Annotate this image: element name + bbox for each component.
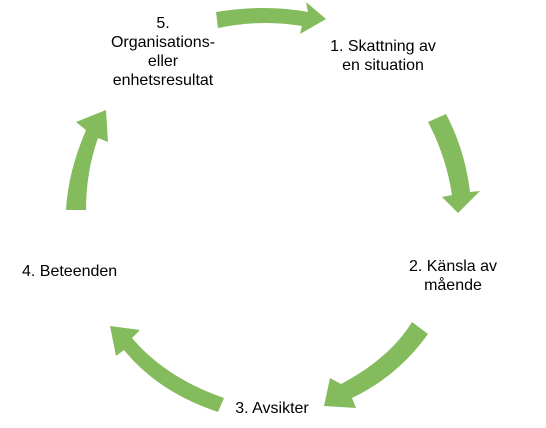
- step-5-line-3: eller: [147, 53, 179, 70]
- step-5-line-2: Organisations-: [110, 34, 216, 51]
- arrow-step3-to-step4: [110, 326, 224, 412]
- step-4-line-1: 4. Beteenden: [22, 263, 118, 280]
- step-1-label: 1. Skattning av en situation: [318, 37, 448, 75]
- step-3-label: 3. Avsikter: [212, 399, 332, 418]
- arrow-step4-to-step5: [66, 110, 108, 210]
- arrow-step5-to-step1: [216, 2, 326, 34]
- arrow-step2-to-step3: [324, 322, 428, 408]
- arrow-step1-to-step2: [428, 114, 480, 213]
- step-4-label: 4. Beteenden: [22, 262, 152, 281]
- step-2-label: 2. Känsla av mående: [398, 257, 508, 295]
- step-2-line-2: mående: [424, 277, 482, 294]
- step-5-line-4: enhetsresultat: [112, 72, 214, 89]
- step-5-line-1: 5.: [156, 15, 170, 32]
- step-3-line-1: 3. Avsikter: [235, 400, 309, 417]
- step-2-line-1: 2. Känsla av: [408, 258, 498, 275]
- step-5-label: 5. Organisations- eller enhetsresultat: [88, 14, 238, 90]
- step-1-line-2: en situation: [342, 57, 424, 74]
- step-1-line-1: 1. Skattning av: [330, 38, 436, 55]
